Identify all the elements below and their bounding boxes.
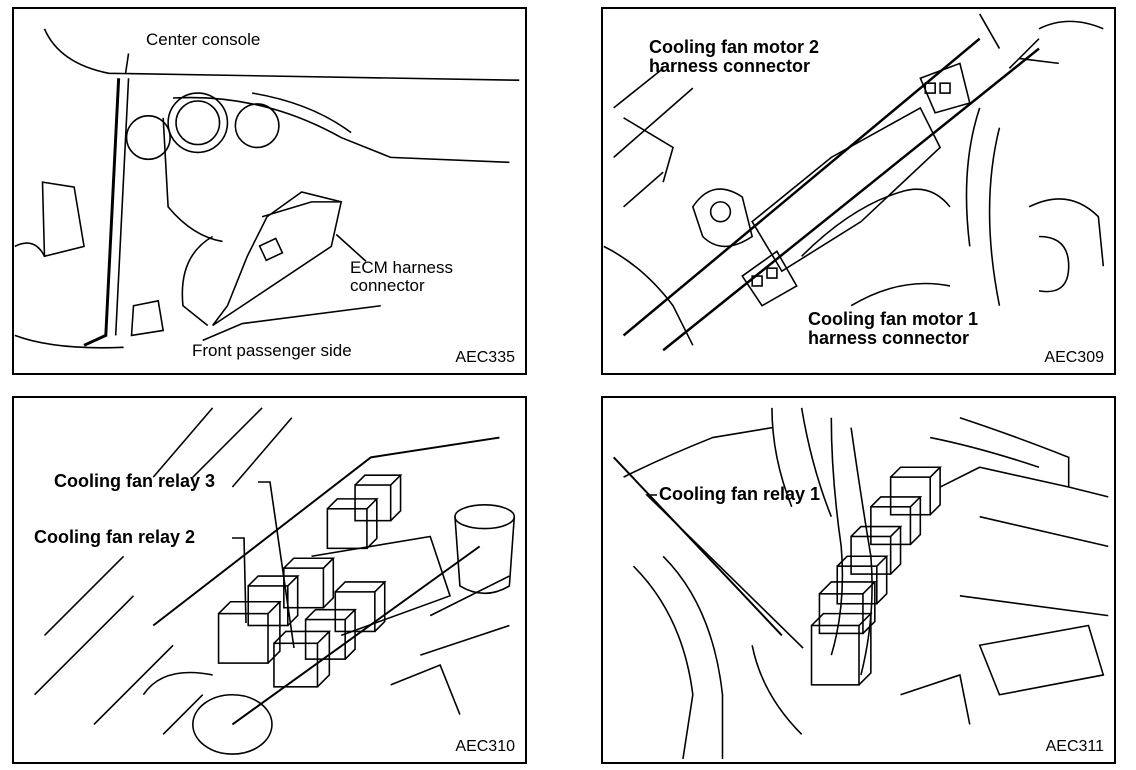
cooling-fan-relay-3-label: Cooling fan relay 3	[54, 471, 216, 491]
motor1-label-line1: Cooling fan motor 1	[808, 309, 978, 329]
ecm-harness-connector-label: ECM harness connector	[350, 259, 453, 295]
panel-cooling-fan-relay-1: Cooling fan relay 1 AEC311	[601, 396, 1116, 764]
relay-block-illustration	[34, 407, 516, 755]
motor1-label-line2: harness connector	[808, 327, 970, 348]
figure-code: AEC335	[455, 349, 515, 366]
relay-leader-lines	[232, 481, 295, 649]
motor2-label-line1: Cooling fan motor 2	[649, 37, 819, 57]
figure-code: AEC310	[455, 738, 515, 755]
ecm-label-line1: ECM harness	[350, 258, 453, 277]
cooling-fan-relay-2-label: Cooling fan relay 2	[34, 527, 196, 547]
cooling-fan-motor-2-label: Cooling fan motor 2 harness connector	[649, 38, 819, 76]
front-passenger-side-label: Front passenger side	[192, 341, 352, 360]
figure-code: AEC309	[1044, 349, 1104, 366]
cooling-fan-motor-1-label: Cooling fan motor 1 harness connector	[808, 310, 978, 348]
panel-ecm-harness-connector: Center console ECM harness connector Fro…	[12, 7, 527, 375]
figure-code: AEC311	[1045, 738, 1104, 755]
fan-motor-illustration	[603, 13, 1105, 352]
panel-cooling-fan-motor-connectors: Cooling fan motor 2 harness connector Co…	[601, 7, 1116, 375]
relay-1-illustration	[612, 407, 1109, 760]
ecm-label-line2: connector	[350, 275, 425, 295]
cooling-fan-relay-1-label: Cooling fan relay 1	[659, 484, 821, 504]
relay-1-leader-line	[645, 494, 804, 649]
center-console-label: Center console	[146, 30, 261, 49]
motor2-label-line2: harness connector	[649, 55, 811, 76]
panel-cooling-fan-relays-2-3: Cooling fan relay 3 Cooling fan relay 2 …	[12, 396, 527, 764]
ecm-illustration	[14, 28, 520, 349]
